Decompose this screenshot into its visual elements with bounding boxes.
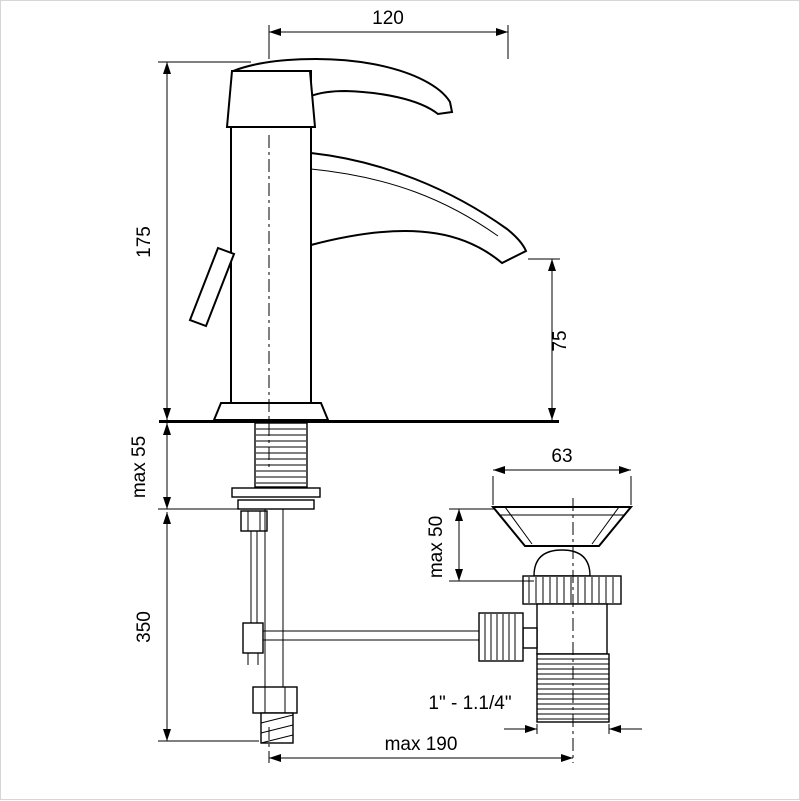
rod-clamp	[242, 622, 264, 654]
dim-label-below-deck: 350	[134, 611, 155, 643]
spout-inner-line	[310, 168, 499, 237]
pop-up-rod-vertical	[250, 531, 258, 625]
faucet-base	[212, 402, 330, 421]
hose-fitting-hatch	[260, 714, 294, 744]
dim-extension-line	[492, 476, 632, 505]
dim-label-flange-diameter: 63	[551, 446, 572, 467]
adjusting-knob	[478, 612, 524, 662]
threaded-shank	[254, 422, 308, 488]
dim-deck-max: max 55	[129, 423, 241, 510]
hose-fitting	[260, 712, 294, 744]
mounting-nut-flat	[247, 511, 261, 531]
dim-label-overall-reach: max 190	[385, 734, 458, 755]
hose-nut-flats	[264, 687, 286, 713]
dim-total-height: 175	[134, 61, 251, 420]
drain-flange	[490, 506, 634, 547]
drain-collar-knurl	[528, 577, 614, 603]
adjusting-knob-knurl	[484, 614, 516, 660]
drain-flange-inner	[500, 506, 624, 545]
supply-hose	[264, 509, 284, 687]
side-lever	[188, 246, 236, 328]
dim-spout-reach: 120	[268, 8, 509, 59]
mounting-nut	[240, 510, 268, 532]
dim-overall-reach: max 190	[269, 734, 573, 762]
pop-up-rod-horizontal	[262, 630, 481, 641]
cartridge-cap	[225, 70, 317, 128]
dim-label-spout-outlet-height: 75	[550, 330, 571, 351]
dim-label-spout-reach: 120	[372, 8, 404, 29]
dim-label-total-height: 175	[134, 226, 155, 258]
drain-body	[536, 603, 608, 655]
shank-threads	[256, 428, 306, 484]
knob-neck	[522, 627, 538, 649]
mounting-group	[159, 420, 559, 744]
rod-clamp-screw	[247, 653, 259, 665]
washer-plate-lower	[237, 499, 315, 510]
dim-label-thread-size: 1" - 1.1/4"	[428, 693, 511, 714]
countertop-line	[159, 420, 559, 423]
faucet-body-group	[188, 57, 528, 421]
hose-nut	[252, 686, 298, 714]
lever-handle	[232, 57, 454, 116]
drain-group	[478, 506, 634, 723]
spout	[310, 151, 528, 265]
dim-drain-max: max 50	[426, 508, 534, 582]
drain-collar	[522, 575, 622, 605]
dim-label-deck-max: max 55	[129, 436, 150, 498]
washer-plate-upper	[231, 487, 321, 498]
faucet-body	[230, 126, 312, 404]
dim-label-drain-max: max 50	[426, 516, 447, 578]
dim-extension-line	[268, 25, 509, 59]
dim-spout-outlet-height: 75	[528, 258, 571, 420]
dim-thread-size: 1" - 1.1/4"	[428, 693, 642, 734]
dim-flange-diameter: 63	[492, 446, 632, 505]
dim-below-deck: 350	[134, 512, 259, 742]
tailpiece	[536, 653, 610, 723]
plug-dome	[533, 549, 591, 577]
